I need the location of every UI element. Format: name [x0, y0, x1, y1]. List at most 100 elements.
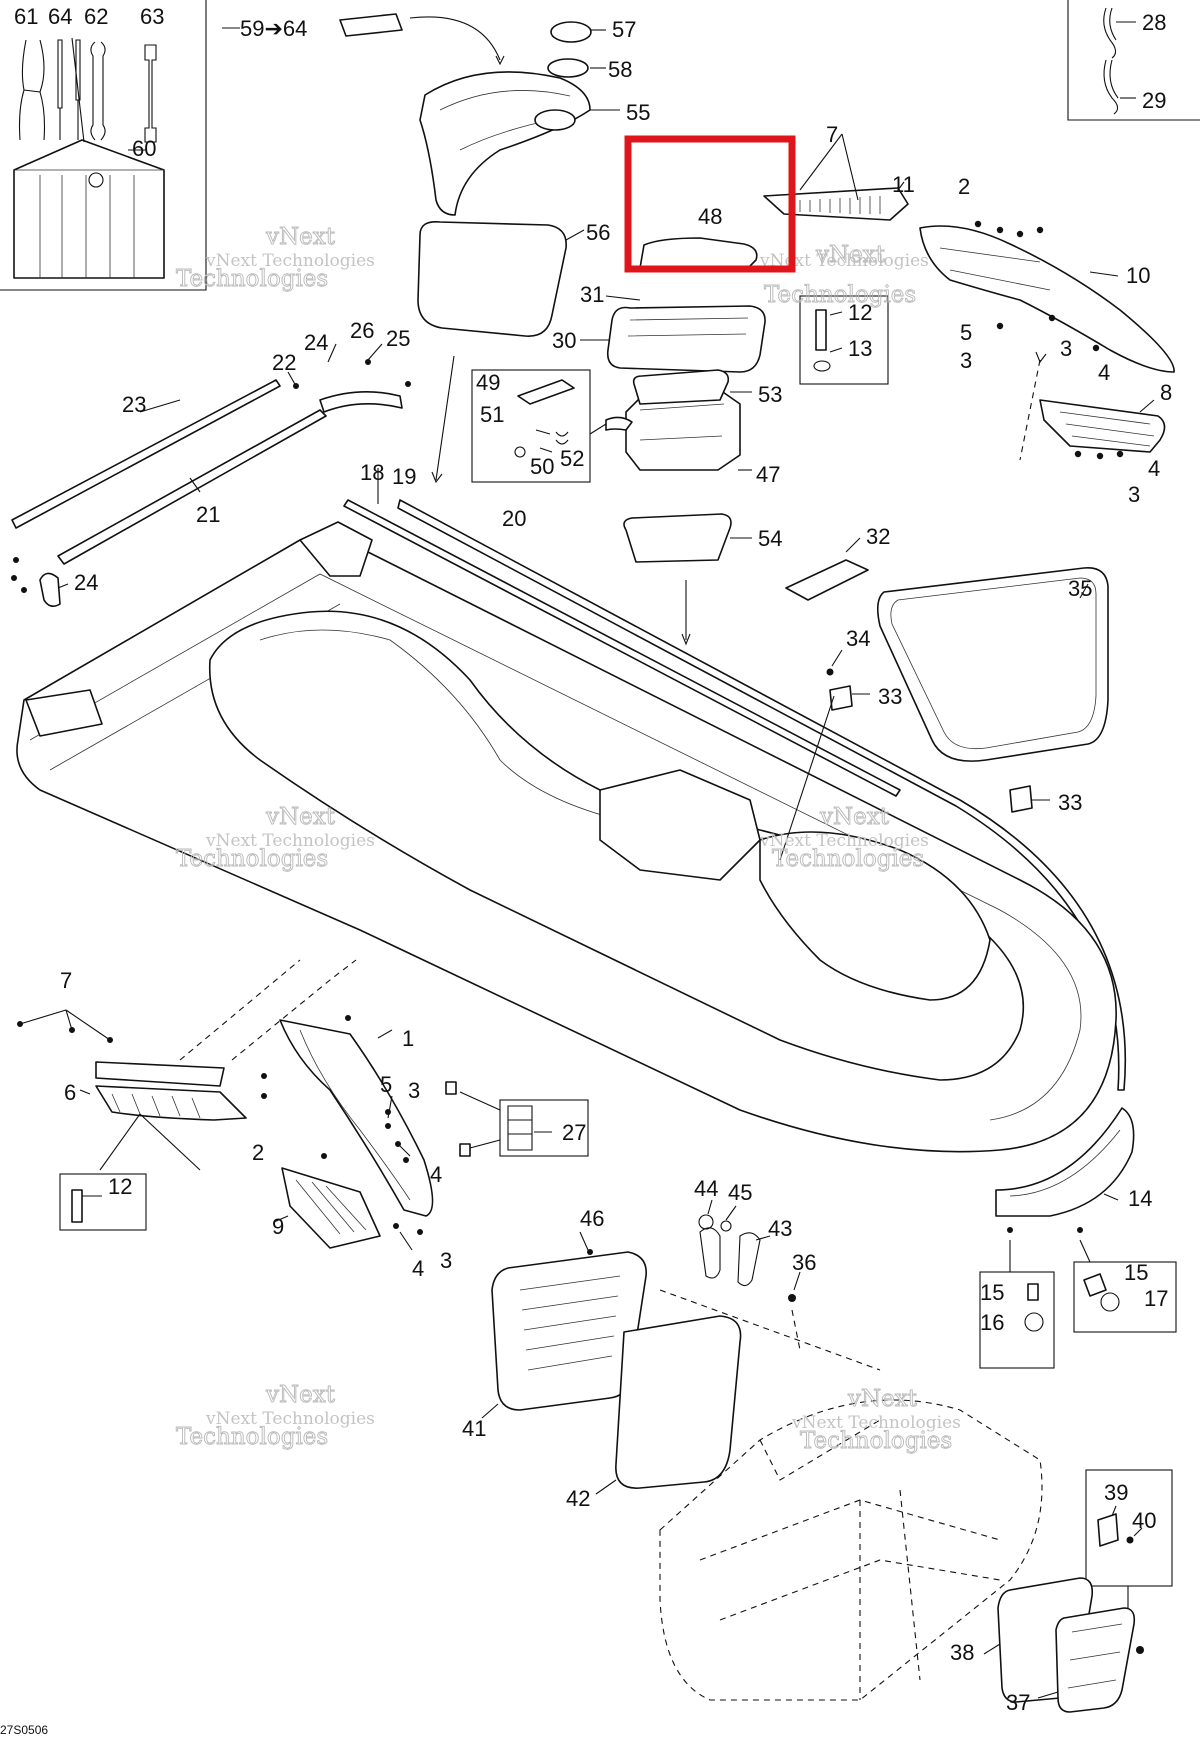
callout-43: 43: [768, 1216, 792, 1241]
bumper-pad-part: [39, 572, 61, 608]
tool-kit-inset: [0, 0, 207, 291]
callout-63: 63: [140, 4, 164, 29]
clip-part: [459, 1143, 471, 1157]
svg-text:vNext Technologies: vNext Technologies: [205, 831, 375, 851]
rear-grille-group: [481, 1199, 881, 1495]
callout-61: 61: [14, 4, 38, 29]
highlight-box: [624, 135, 796, 273]
vent-grille-part: [95, 1085, 247, 1121]
grille-gasket-part: [615, 1315, 742, 1489]
louver-part: [281, 1167, 381, 1249]
left-vent-group: [17, 959, 589, 1251]
callout-33: 33: [878, 684, 902, 709]
callout-2: 2: [958, 174, 970, 199]
side-panel-part: [279, 1019, 434, 1217]
callout-8: 8: [1160, 380, 1172, 405]
plate-part: [785, 559, 869, 601]
latch-part: [517, 379, 575, 405]
console-part: [599, 769, 761, 881]
callout-7: 7: [60, 968, 72, 993]
callout-3: 3: [960, 348, 972, 373]
callout-46: 46: [580, 1206, 604, 1231]
callout-50: 50: [530, 454, 554, 479]
latch-clip-part: [605, 416, 633, 431]
callout-24: 24: [304, 330, 328, 355]
callout-35: 35: [1068, 576, 1092, 601]
push-rivet-part: [815, 309, 827, 351]
svg-text:Technologies: Technologies: [772, 846, 924, 872]
storage-seal-part: [417, 220, 567, 337]
deck-body: [16, 521, 1117, 1153]
callout-3: 3: [1060, 336, 1072, 361]
callout-13: 13: [848, 336, 872, 361]
spring-icon: [555, 431, 569, 445]
callout-4: 4: [412, 1256, 424, 1281]
svg-text:Technologies: Technologies: [176, 266, 328, 292]
callout-41: 41: [462, 1416, 486, 1441]
screwdriver-icon: [57, 39, 63, 140]
callout-33: 33: [1058, 790, 1082, 815]
callout-20: 20: [502, 506, 526, 531]
callout-3: 3: [408, 1078, 420, 1103]
callout-11: 11: [892, 172, 915, 197]
kit-strap-part: [339, 13, 403, 37]
push-rivet-part: [71, 1189, 83, 1223]
callout-18: 18: [360, 460, 384, 485]
callout-6: 6: [64, 1080, 76, 1105]
bracket-part: [1097, 1513, 1119, 1547]
sponson-group: [979, 1107, 1177, 1369]
callout-57: 57: [612, 17, 636, 42]
callout-15: 15: [980, 1280, 1004, 1305]
socket-wrench-icon: [144, 44, 157, 143]
wrench-icon: [90, 41, 106, 141]
kit-reference: 59➔64: [240, 16, 307, 41]
callout-55: 55: [626, 100, 650, 125]
callout-38: 38: [950, 1640, 974, 1665]
callout-1: 1: [402, 1026, 414, 1051]
callout-32: 32: [866, 524, 890, 549]
diagram-reference-code: 27S0506: [0, 1723, 48, 1737]
strap-icon: [1103, 59, 1119, 115]
callout-5: 5: [380, 1072, 392, 1097]
callout-42: 42: [566, 1486, 590, 1511]
callout-44: 44: [694, 1176, 718, 1201]
callout-23: 23: [122, 392, 146, 417]
callout-7: 7: [826, 122, 838, 147]
callout-27: 27: [562, 1120, 586, 1145]
pliers-icon: [18, 39, 46, 141]
callout-64: 64: [48, 4, 72, 29]
svg-text:vNext Technologies: vNext Technologies: [759, 831, 929, 851]
glove-box-lower-gasket-part: [623, 513, 732, 563]
callout-3: 3: [1128, 482, 1140, 507]
callout-49: 49: [476, 370, 500, 395]
footwell-part: [759, 831, 991, 1001]
svg-text:Technologies: Technologies: [176, 846, 328, 872]
callout-28: 28: [1142, 10, 1166, 35]
callout-37: 37: [1006, 1690, 1030, 1715]
callout-36: 36: [792, 1250, 816, 1275]
callout-51: 51: [480, 402, 504, 427]
lid-part: [606, 305, 766, 373]
fitting-part: [1009, 785, 1033, 813]
clip-part: [445, 1081, 457, 1095]
svg-text:Technologies: Technologies: [764, 282, 916, 308]
callout-40: 40: [1132, 1508, 1156, 1533]
callout-9: 9: [272, 1214, 284, 1239]
callout-14: 14: [1128, 1186, 1152, 1211]
svg-text:vNext: vNext: [265, 1382, 336, 1408]
svg-text:vNext: vNext: [265, 804, 336, 830]
strap-icon: [1103, 7, 1117, 59]
glove-box-gasket-part: [632, 369, 730, 405]
callout-3: 3: [440, 1248, 452, 1273]
callout-29: 29: [1142, 88, 1166, 113]
svg-text:vNext Technologies: vNext Technologies: [205, 251, 375, 271]
trim-bar-part: [95, 1061, 225, 1087]
side-panel-part: [919, 225, 1175, 373]
svg-text:vNext: vNext: [815, 242, 886, 268]
tool-pouch-icon: [13, 139, 165, 279]
strap-inset: [1067, 0, 1200, 121]
hose-clamp-part: [699, 1227, 721, 1279]
svg-text:vNext: vNext: [265, 224, 336, 250]
callout-16: 16: [980, 1310, 1004, 1335]
